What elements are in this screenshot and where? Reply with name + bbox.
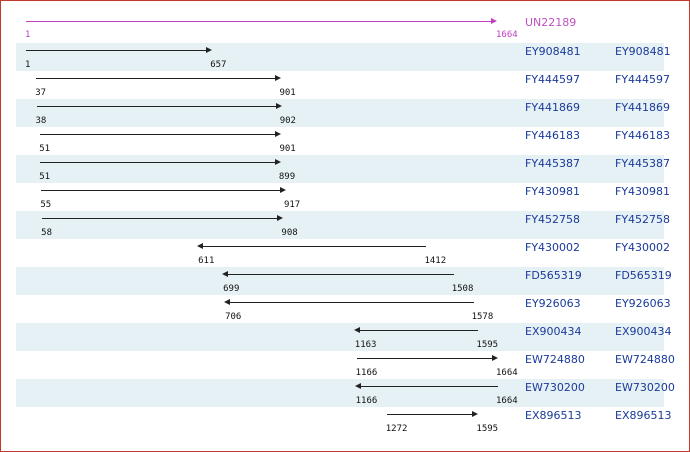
accession-label[interactable]: EY908481 [615, 45, 671, 58]
alignment-arrow-line [42, 218, 280, 219]
alignment-arrow-line [230, 302, 474, 303]
alignment-end: 1664 [496, 368, 518, 378]
alignment-arrow-line [359, 330, 479, 331]
arrow-left-icon [197, 243, 204, 249]
alignment-start: 38 [35, 116, 47, 126]
alignment-end: 1508 [451, 284, 474, 294]
alignment-end: 657 [210, 60, 227, 70]
arrow-right-icon [274, 159, 281, 165]
accession-link[interactable]: EY926063 [525, 297, 581, 310]
alignment-end: 1412 [424, 256, 447, 266]
arrow-right-icon [275, 103, 282, 109]
arrow-right-icon [279, 187, 286, 193]
alignment-end: 1595 [476, 340, 499, 350]
alignment-row [16, 379, 664, 407]
accession-label[interactable]: FY446183 [615, 129, 671, 142]
arrow-right-icon [277, 215, 284, 221]
alignment-end: 899 [278, 172, 296, 182]
accession-label[interactable]: EW724880 [615, 353, 675, 366]
alignment-arrow-line [40, 162, 277, 163]
reference-id: UN22189 [525, 16, 577, 29]
accession-link[interactable]: EW730200 [525, 381, 585, 394]
alignment-start: 1272 [385, 424, 408, 434]
alignment-arrow-line [36, 106, 278, 107]
alignment-start: 51 [39, 144, 51, 154]
alignment-start: 55 [40, 200, 52, 210]
alignment-start: 611 [198, 256, 215, 266]
alignment-end: 1595 [476, 424, 499, 434]
arrow-right-icon [472, 411, 479, 417]
alignment-arrow-line [228, 274, 454, 275]
accession-label[interactable]: EX900434 [615, 325, 672, 338]
alignment-arrow-line [203, 246, 427, 247]
alignment-end: 1664 [496, 396, 518, 406]
alignment-arrow-line [26, 50, 209, 51]
reference-start: 1 [25, 30, 31, 40]
alignment-row [16, 155, 664, 183]
alignment-start: 699 [223, 284, 240, 294]
accession-label[interactable]: FY430002 [615, 241, 671, 254]
arrow-right-icon [275, 75, 282, 81]
alignment-arrow-line [36, 78, 278, 79]
arrow-right-icon [492, 355, 498, 361]
alignment-end: 1578 [471, 312, 494, 322]
alignment-end: 902 [279, 116, 296, 126]
accession-link[interactable]: FY444597 [525, 73, 581, 86]
accession-label[interactable]: EY926063 [615, 297, 671, 310]
alignment-end: 917 [283, 200, 301, 210]
arrow-right-icon [206, 47, 213, 53]
alignment-arrow-line [360, 386, 498, 387]
alignment-row [16, 99, 664, 127]
reference-end: 1664 [496, 30, 518, 40]
alignment-start: 58 [41, 228, 53, 238]
accession-link[interactable]: EY908481 [525, 45, 581, 58]
accession-link[interactable]: FY441869 [525, 101, 581, 114]
alignment-arrow-line [40, 134, 278, 135]
alignment-arrow-line [356, 358, 494, 359]
accession-link[interactable]: EX896513 [525, 409, 582, 422]
alignment-start: 1 [25, 60, 31, 70]
alignment-arrow-line [41, 190, 282, 191]
arrow-right-icon [275, 131, 282, 137]
accession-link[interactable]: FY446183 [525, 129, 581, 142]
accession-link[interactable]: FY430981 [525, 185, 581, 198]
accession-label[interactable]: FY430981 [615, 185, 671, 198]
alignment-row [16, 211, 664, 239]
arrow-left-icon [224, 299, 231, 305]
alignment-start: 1166 [355, 368, 378, 378]
alignment-end: 901 [279, 88, 296, 98]
alignment-start: 1166 [355, 396, 378, 406]
arrow-left-icon [353, 327, 360, 333]
arrow-left-icon [222, 271, 229, 277]
arrow-left-icon [354, 383, 361, 389]
alignment-start: 37 [35, 88, 47, 98]
alignment-row [16, 323, 664, 351]
accession-label[interactable]: FY445387 [615, 157, 671, 170]
alignment-row [16, 43, 664, 71]
alignment-arrow-line [386, 414, 475, 415]
accession-label[interactable]: FD565319 [615, 269, 672, 282]
accession-label[interactable]: EX896513 [615, 409, 672, 422]
accession-link[interactable]: FY445387 [525, 157, 581, 170]
reference-arrow-line [26, 21, 492, 22]
accession-label[interactable]: FY452758 [615, 213, 671, 226]
alignment-row [16, 267, 664, 295]
alignment-start: 706 [225, 312, 242, 322]
alignment-end: 901 [279, 144, 296, 154]
accession-link[interactable]: FY452758 [525, 213, 581, 226]
accession-link[interactable]: FY430002 [525, 241, 581, 254]
alignment-start: 51 [39, 172, 51, 182]
accession-link[interactable]: EX900434 [525, 325, 582, 338]
alignment-start: 1163 [354, 340, 377, 350]
accession-label[interactable]: FY444597 [615, 73, 671, 86]
alignment-end: 908 [281, 228, 298, 238]
reference-arrow-head-icon [491, 18, 497, 24]
accession-label[interactable]: EW730200 [615, 381, 675, 394]
accession-link[interactable]: EW724880 [525, 353, 585, 366]
accession-link[interactable]: FD565319 [525, 269, 582, 282]
accession-label[interactable]: FY441869 [615, 101, 671, 114]
